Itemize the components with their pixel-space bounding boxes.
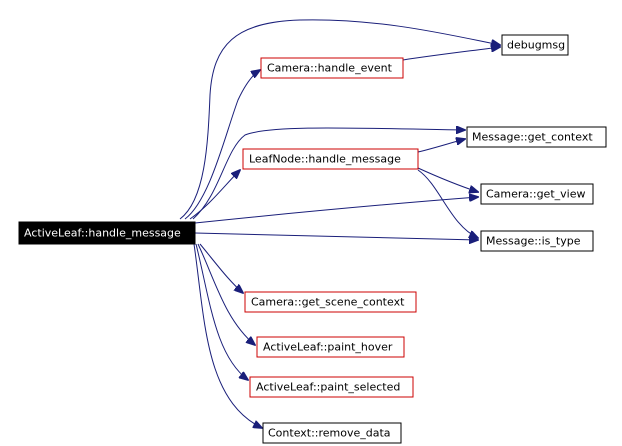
node-box — [260, 57, 404, 79]
node-camera-get-view[interactable]: Camera::get_view — [480, 183, 594, 205]
node-label: Camera::handle_event — [267, 62, 393, 75]
edge-layer — [179, 19, 500, 428]
edge-root-to-leafnode-handle-message — [189, 170, 240, 220]
edge-root-to-debugmsg — [179, 19, 500, 220]
node-label: ActiveLeaf::paint_selected — [256, 381, 400, 394]
edge-root-to-message-is-type — [194, 232, 478, 240]
node-box — [256, 336, 405, 358]
edge-root-to-camera-get-scene-context — [199, 243, 243, 293]
node-box — [18, 221, 196, 245]
node-label: LeafNode::handle_message — [249, 153, 401, 166]
node-box — [244, 291, 417, 313]
edge-root-to-paint-hover — [197, 243, 255, 345]
node-label: Context::remove_data — [268, 427, 391, 440]
edge-leafnode-to-camera-get-view — [417, 167, 478, 192]
node-label: Message::get_context — [472, 131, 593, 144]
node-box — [249, 376, 414, 398]
node-leafnode-handle-message[interactable]: LeafNode::handle_message — [242, 148, 419, 170]
node-message-get-context[interactable]: Message::get_context — [466, 126, 607, 148]
edge-root-to-camera-get-view — [194, 197, 478, 224]
node-activeleaf-handle-message[interactable]: ActiveLeaf::handle_message — [18, 221, 196, 245]
edge-leafnode-to-message-is-type — [417, 169, 478, 238]
node-box — [466, 126, 607, 148]
node-label: ActiveLeaf::paint_hover — [263, 341, 393, 354]
node-camera-handle-event[interactable]: Camera::handle_event — [260, 57, 404, 79]
edge-leafnode-to-message-get-context — [417, 139, 465, 153]
node-context-remove-data[interactable]: Context::remove_data — [262, 422, 402, 444]
node-label: Camera::get_view — [486, 188, 585, 201]
node-camera-get-scene-context[interactable]: Camera::get_scene_context — [244, 291, 417, 313]
edge-camera-handle-event-to-debugmsg — [402, 47, 500, 61]
node-box — [501, 34, 569, 56]
node-message-is-type[interactable]: Message::is_type — [480, 230, 594, 252]
edge-root-to-camera-handle-event — [184, 70, 260, 220]
edge-root-to-paint-selected — [195, 243, 248, 380]
node-activeleaf-paint-hover[interactable]: ActiveLeaf::paint_hover — [256, 336, 405, 358]
node-debugmsg[interactable]: debugmsg — [501, 34, 569, 56]
node-activeleaf-paint-selected[interactable]: ActiveLeaf::paint_selected — [249, 376, 414, 398]
node-box — [480, 183, 594, 205]
node-label: Camera::get_scene_context — [251, 296, 405, 309]
edge-root-to-context-remove-data — [193, 243, 262, 428]
node-box — [242, 148, 419, 170]
node-label: debugmsg — [507, 39, 565, 52]
node-label: Message::is_type — [486, 235, 581, 248]
node-label: ActiveLeaf::handle_message — [24, 227, 181, 240]
node-box — [262, 422, 402, 444]
edge-root-to-message-get-context — [192, 128, 465, 220]
node-box — [480, 230, 594, 252]
